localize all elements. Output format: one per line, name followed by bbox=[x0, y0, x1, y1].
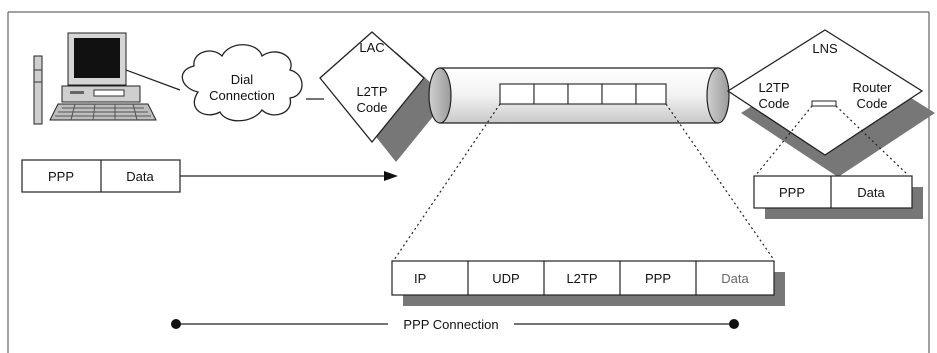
lns-connector bbox=[811, 100, 837, 107]
lac-title: LAC bbox=[359, 40, 384, 55]
client-packet-field: Data bbox=[126, 169, 154, 184]
lns-title: LNS bbox=[812, 41, 838, 56]
encapsulated-packet-field: PPP bbox=[645, 271, 671, 286]
encapsulated-packet-field: UDP bbox=[492, 271, 519, 286]
tunnel-left-cap bbox=[428, 67, 452, 124]
encapsulated-packet: IP UDP L2TP PPP Data bbox=[391, 260, 785, 306]
lns-left-line2: Code bbox=[758, 96, 789, 111]
l2tp-tunnel bbox=[428, 67, 730, 124]
cloud-label-line2: Connection bbox=[209, 88, 275, 103]
lns-packet: PPP Data bbox=[753, 175, 923, 219]
client-packet-field: PPP bbox=[48, 169, 74, 184]
lns-right-line1: Router bbox=[852, 80, 892, 95]
lns-right-line2: Code bbox=[856, 96, 887, 111]
ppp-connection-start-dot bbox=[171, 319, 181, 329]
lns-projection-lines bbox=[755, 105, 909, 176]
encapsulated-packet-field: L2TP bbox=[566, 271, 597, 286]
client-packet: PPP Data bbox=[21, 159, 181, 193]
lns-packet-field: PPP bbox=[779, 185, 805, 200]
ppp-connection-label: PPP Connection bbox=[403, 317, 498, 332]
encapsulated-packet-field: Data bbox=[721, 271, 749, 286]
lac-node: LAC L2TP Code bbox=[319, 31, 448, 162]
encapsulated-packet-field: IP bbox=[414, 271, 426, 286]
lac-label-line1: L2TP bbox=[356, 84, 387, 99]
tunnel-packet bbox=[499, 83, 667, 105]
cloud-label-line1: Dial bbox=[231, 72, 254, 87]
ppp-connection-end-dot bbox=[729, 319, 739, 329]
lns-node: LNS L2TP Code Router Code bbox=[726, 29, 935, 177]
ppp-connection: PPP Connection bbox=[171, 317, 739, 332]
client-arrow bbox=[180, 171, 398, 181]
dial-connection-cloud: Dial Connection bbox=[181, 44, 303, 122]
lns-packet-field: Data bbox=[857, 185, 885, 200]
tunnel-right-cap bbox=[706, 67, 730, 124]
frame bbox=[7, 11, 930, 353]
computer-icon bbox=[33, 32, 157, 125]
lac-label-line2: Code bbox=[356, 100, 387, 115]
lns-left-line1: L2TP bbox=[758, 80, 789, 95]
projection-lines bbox=[393, 103, 775, 261]
